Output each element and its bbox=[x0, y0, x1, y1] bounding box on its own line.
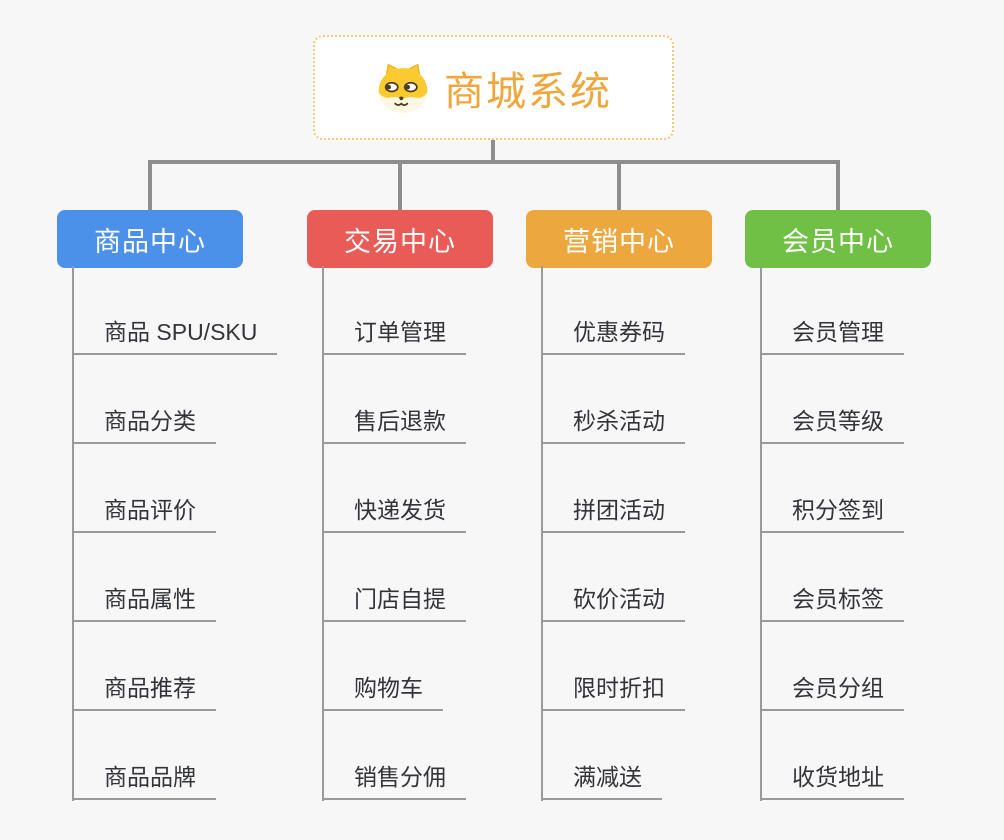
leaf-node[interactable]: 会员分组 bbox=[760, 673, 904, 711]
leaf-node[interactable]: 门店自提 bbox=[322, 584, 466, 622]
root-title: 商城系统 bbox=[444, 69, 612, 114]
leaf-node[interactable]: 秒杀活动 bbox=[541, 406, 685, 444]
connector-column-line bbox=[322, 266, 324, 801]
leaf-node[interactable]: 会员标签 bbox=[760, 584, 904, 622]
leaf-node[interactable]: 购物车 bbox=[322, 673, 443, 711]
connector-root-stem bbox=[491, 140, 495, 164]
leaf-node[interactable]: 商品推荐 bbox=[72, 673, 216, 711]
leaf-node[interactable]: 积分签到 bbox=[760, 495, 904, 533]
shiba-dog-icon bbox=[378, 63, 428, 113]
leaf-node[interactable]: 订单管理 bbox=[322, 317, 466, 355]
connector-branch-stem bbox=[148, 160, 152, 210]
leaf-node[interactable]: 会员管理 bbox=[760, 317, 904, 355]
leaf-node[interactable]: 销售分佣 bbox=[322, 762, 466, 800]
leaf-node[interactable]: 商品属性 bbox=[72, 584, 216, 622]
leaf-node[interactable]: 限时折扣 bbox=[541, 673, 685, 711]
leaf-node[interactable]: 商品分类 bbox=[72, 406, 216, 444]
leaf-node[interactable]: 拼团活动 bbox=[541, 495, 685, 533]
leaf-node[interactable]: 商品评价 bbox=[72, 495, 216, 533]
leaf-node[interactable]: 快递发货 bbox=[322, 495, 466, 533]
connector-branch-stem bbox=[617, 160, 621, 210]
leaf-node[interactable]: 商品品牌 bbox=[72, 762, 216, 800]
connector-branch-stem bbox=[836, 160, 840, 210]
leaf-node[interactable]: 收货地址 bbox=[760, 762, 904, 800]
branch-trade-center[interactable]: 交易中心 bbox=[307, 210, 493, 268]
leaf-node[interactable]: 商品 SPU/SKU bbox=[72, 317, 278, 355]
branch-marketing-center[interactable]: 营销中心 bbox=[526, 210, 712, 268]
leaf-node[interactable]: 售后退款 bbox=[322, 406, 466, 444]
connector-column-line bbox=[760, 266, 762, 801]
leaf-node[interactable]: 砍价活动 bbox=[541, 584, 685, 622]
connector-column-line bbox=[72, 266, 74, 801]
connector-column-line bbox=[541, 266, 543, 801]
connector-bus bbox=[148, 160, 840, 164]
root-node[interactable]: 商城系统 bbox=[313, 35, 674, 140]
leaf-node[interactable]: 满减送 bbox=[541, 762, 662, 800]
branch-product-center[interactable]: 商品中心 bbox=[57, 210, 243, 268]
connector-branch-stem bbox=[398, 160, 402, 210]
leaf-node[interactable]: 会员等级 bbox=[760, 406, 904, 444]
branch-member-center[interactable]: 会员中心 bbox=[745, 210, 931, 268]
leaf-node[interactable]: 优惠券码 bbox=[541, 317, 685, 355]
